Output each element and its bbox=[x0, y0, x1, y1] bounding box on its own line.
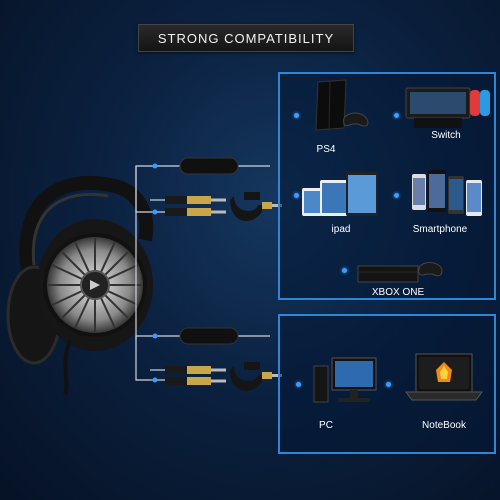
device-label-smartphone: Smartphone bbox=[412, 224, 468, 235]
bullet-dot bbox=[294, 193, 299, 198]
bullet-dot bbox=[386, 382, 391, 387]
compatibility-banner: STRONG COMPATIBILITY bbox=[138, 24, 354, 52]
bullet-dot bbox=[342, 268, 347, 273]
switch-console-icon bbox=[405, 87, 490, 128]
banner-title: STRONG COMPATIBILITY bbox=[157, 30, 335, 46]
xbox-one-console-icon bbox=[357, 262, 443, 283]
desktop-pc-icon bbox=[313, 357, 377, 403]
device-label-ps4: PS4 bbox=[316, 144, 336, 155]
ipad-tablets-icon bbox=[302, 172, 378, 216]
device-label-pc: PC bbox=[319, 420, 333, 431]
bullet-dot bbox=[394, 113, 399, 118]
bullet-dot bbox=[394, 193, 399, 198]
bullet-dot bbox=[294, 113, 299, 118]
laptop-icon bbox=[405, 353, 483, 401]
bullet-dot bbox=[296, 382, 301, 387]
device-label-ipad: ipad bbox=[331, 224, 351, 235]
smartphones-icon bbox=[412, 170, 482, 216]
ps4-console-icon bbox=[315, 79, 369, 131]
device-label-xbox-one: XBOX ONE bbox=[371, 287, 425, 298]
device-label-switch: Switch bbox=[431, 130, 461, 141]
device-label-notebook: NoteBook bbox=[422, 420, 466, 431]
